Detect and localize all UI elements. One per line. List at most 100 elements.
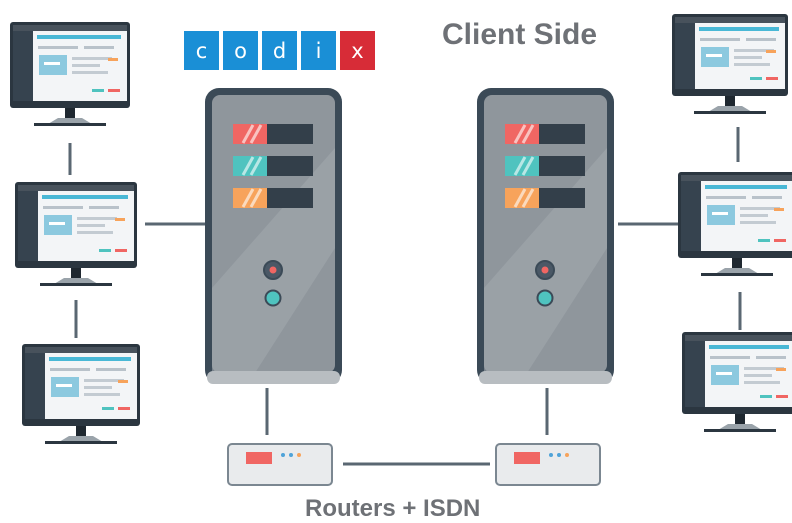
drive-glint: [521, 124, 535, 144]
screen-line: [72, 64, 100, 67]
drive-glint: [513, 156, 527, 176]
drive-led-orange: [233, 188, 267, 208]
monitor-base: [701, 273, 773, 276]
screen-line: [756, 356, 786, 359]
screen-tag: [774, 208, 784, 211]
screen-titlebar: [25, 347, 137, 353]
router-display: [246, 452, 272, 464]
screen-line: [77, 224, 105, 227]
router-led: [281, 453, 285, 457]
screen-titlebar: [18, 185, 134, 191]
screen-panel-line: [706, 54, 722, 57]
router-led: [289, 453, 293, 457]
screen-tag: [758, 239, 770, 242]
screen-line: [740, 207, 780, 210]
drive-led-teal: [505, 156, 539, 176]
drive-glint: [249, 156, 263, 176]
drive-bay-red: [233, 124, 313, 144]
screen-panel-line: [712, 212, 728, 215]
screen-line: [77, 231, 113, 234]
screen-sidebar: [675, 23, 695, 89]
screen-tag: [115, 218, 125, 221]
router-body: [495, 443, 601, 486]
screen-line: [84, 46, 114, 49]
logo-letter-i: i: [301, 31, 336, 70]
screen-tag: [760, 395, 772, 398]
drive-led-teal: [233, 156, 267, 176]
screen-line: [710, 356, 750, 359]
drive-led-red: [505, 124, 539, 144]
drive-bay-teal: [505, 156, 585, 176]
routers-isdn-label: Routers + ISDN: [305, 495, 481, 522]
screen-tag: [115, 249, 127, 252]
screen-line: [746, 38, 776, 41]
screen-line: [84, 393, 120, 396]
drive-glint: [241, 188, 255, 208]
monitor-stand: [59, 436, 103, 442]
screen-line: [84, 379, 124, 382]
screen-sidebar: [685, 341, 705, 407]
client-side-label: Client Side: [442, 18, 598, 51]
screen-tag: [766, 77, 778, 80]
screen-sidebar: [681, 181, 701, 251]
drive-glint: [521, 188, 535, 208]
client-right-3: [682, 332, 792, 432]
screen-line: [77, 217, 117, 220]
screen-tag: [92, 89, 104, 92]
screen-tag: [766, 50, 776, 53]
drive-glint: [241, 156, 255, 176]
router-left: [227, 443, 333, 486]
screen-line: [734, 56, 762, 59]
client-right-2: [678, 172, 792, 276]
drive-bay-orange: [505, 188, 585, 208]
drive-led-orange: [505, 188, 539, 208]
screen-line: [43, 206, 83, 209]
logo-letter-x: x: [340, 31, 375, 70]
servers: [205, 88, 614, 384]
server-base: [479, 371, 612, 384]
router-led: [565, 453, 569, 457]
logo-letter-o: o: [223, 31, 258, 70]
monitor-neck: [65, 108, 75, 120]
router-right: [495, 443, 601, 486]
monitor-stand: [718, 424, 762, 430]
screen-tag: [108, 89, 120, 92]
monitor-base: [694, 111, 766, 114]
server-base: [207, 371, 340, 384]
client-left-1: [10, 22, 130, 126]
screen-tag: [776, 368, 786, 371]
monitor-neck: [735, 414, 745, 426]
status-led: [264, 289, 282, 307]
power-led: [269, 266, 277, 274]
power-led: [541, 266, 549, 274]
client-monitors: [10, 14, 792, 444]
screen-line: [96, 368, 126, 371]
monitor-stand: [715, 268, 759, 274]
screen-header: [49, 357, 131, 361]
screen-tag: [118, 407, 130, 410]
screen-line: [72, 71, 108, 74]
server-right: [477, 88, 614, 384]
screen-line: [734, 63, 770, 66]
screen-line: [740, 221, 776, 224]
screen-line: [700, 38, 740, 41]
screen-header: [705, 185, 787, 189]
drive-bay-red: [505, 124, 585, 144]
drive-glint: [513, 188, 527, 208]
screen-panel-line: [44, 62, 60, 65]
screen-titlebar: [13, 25, 127, 31]
drive-glint: [241, 124, 255, 144]
screen-line: [744, 367, 784, 370]
screen-tag: [99, 249, 111, 252]
screen-titlebar: [675, 17, 785, 23]
router-led: [549, 453, 553, 457]
monitor-neck: [71, 268, 81, 280]
monitor-neck: [732, 258, 742, 270]
monitor-base: [34, 123, 106, 126]
screen-line: [752, 196, 782, 199]
screen-titlebar: [681, 175, 792, 181]
routers: [227, 443, 601, 486]
screen-panel-line: [49, 222, 65, 225]
monitor-stand: [54, 278, 98, 284]
